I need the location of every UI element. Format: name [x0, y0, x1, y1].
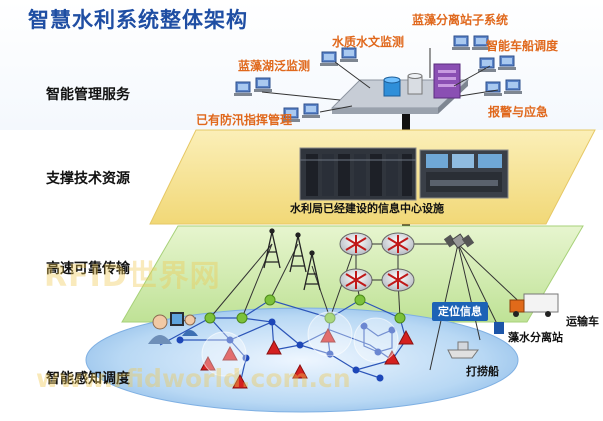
sensor-node-icon [352, 366, 360, 374]
router-node-icon [324, 312, 336, 324]
sensor-node-icon [360, 322, 368, 330]
sensor-node-icon [388, 326, 396, 334]
computer-icon [478, 57, 496, 72]
sensor-icon [266, 339, 282, 355]
router-icon [339, 232, 373, 256]
layer-label-transmission: 高速可靠传输 [46, 261, 130, 277]
router-icon [381, 268, 415, 292]
sensor-node-icon [374, 348, 382, 356]
sensor-node-icon [268, 318, 276, 326]
computer-icon [498, 55, 516, 70]
tower-icon [303, 250, 321, 291]
computer-icon [484, 81, 502, 96]
sensor-node-icon [176, 336, 184, 344]
computer-icon [504, 79, 522, 94]
storage-icon [407, 73, 423, 95]
station-label: 藻水分离站 [508, 331, 563, 344]
computer-icon [282, 107, 300, 122]
database-icon [383, 76, 401, 97]
service-links [261, 48, 499, 113]
service-label-alarm: 报警与应急 [488, 105, 549, 119]
sensor-icon [398, 329, 414, 345]
coverage-zone [201, 331, 247, 377]
station-icon [494, 322, 504, 334]
boat-icon [447, 341, 479, 359]
tower-icon [263, 228, 281, 269]
service-label-vehicle-dispatch: 智能车船调度 [486, 39, 559, 53]
sensor-node-icon [296, 341, 304, 349]
satellite-icon [443, 233, 475, 249]
router-node-icon [264, 294, 276, 306]
computer-icon [452, 35, 470, 50]
tower-icon [289, 232, 307, 273]
service-label-separation-station: 蓝藻分离站子系统 [412, 13, 509, 27]
water-basin [85, 307, 519, 413]
sensor-icon [222, 345, 238, 361]
data-center-caption: 水利局已经建设的信息中心设施 [290, 202, 444, 215]
server-room-photo [299, 147, 417, 201]
router-icon [339, 268, 373, 292]
server-icon [433, 63, 461, 99]
router-node-icon [354, 294, 366, 306]
page-title: 智慧水利系统整体架构 [28, 8, 248, 32]
control-room-photo [419, 149, 509, 199]
sensor-node-icon [226, 336, 234, 344]
layer-label-management: 智能管理服务 [46, 87, 130, 103]
sensor-icon [292, 363, 308, 379]
sensor-icon [232, 373, 248, 389]
coverage-zone [307, 311, 353, 357]
sensor-icon [384, 349, 400, 365]
coverage-zone [353, 317, 399, 363]
computer-icon [254, 77, 272, 92]
watermark-url: www.rfidworld.com.cn [36, 364, 351, 393]
computer-icon [302, 103, 320, 118]
boat-label: 打捞船 [466, 365, 499, 378]
computer-icon [340, 47, 358, 62]
computer-icon [320, 51, 338, 66]
router-node-icon [204, 312, 216, 324]
sensor-node-icon [376, 374, 384, 382]
computer-icon [472, 35, 490, 50]
computer-icon [234, 81, 252, 96]
watermark-brand: RFID世界网 [44, 259, 221, 294]
router-node-icon [394, 312, 406, 324]
truck-icon [509, 293, 559, 317]
layer-label-support: 支撑技术资源 [46, 171, 130, 187]
location-badge: 定位信息 [432, 302, 488, 321]
sensor-icon [320, 327, 336, 343]
layer-label-sensing: 智能感知调度 [46, 371, 130, 387]
router-node-icon [236, 312, 248, 324]
person-icon [182, 314, 198, 336]
service-label-flood-control: 已有防汛指挥管理 [196, 113, 293, 127]
person-icon [148, 312, 184, 344]
service-label-water-quality: 水质水文监测 [332, 35, 405, 49]
router-icon [381, 232, 415, 256]
service-label-cyanobacteria-bloom: 蓝藻湖泛监测 [238, 59, 311, 73]
truck-label: 运输车 [566, 315, 599, 328]
